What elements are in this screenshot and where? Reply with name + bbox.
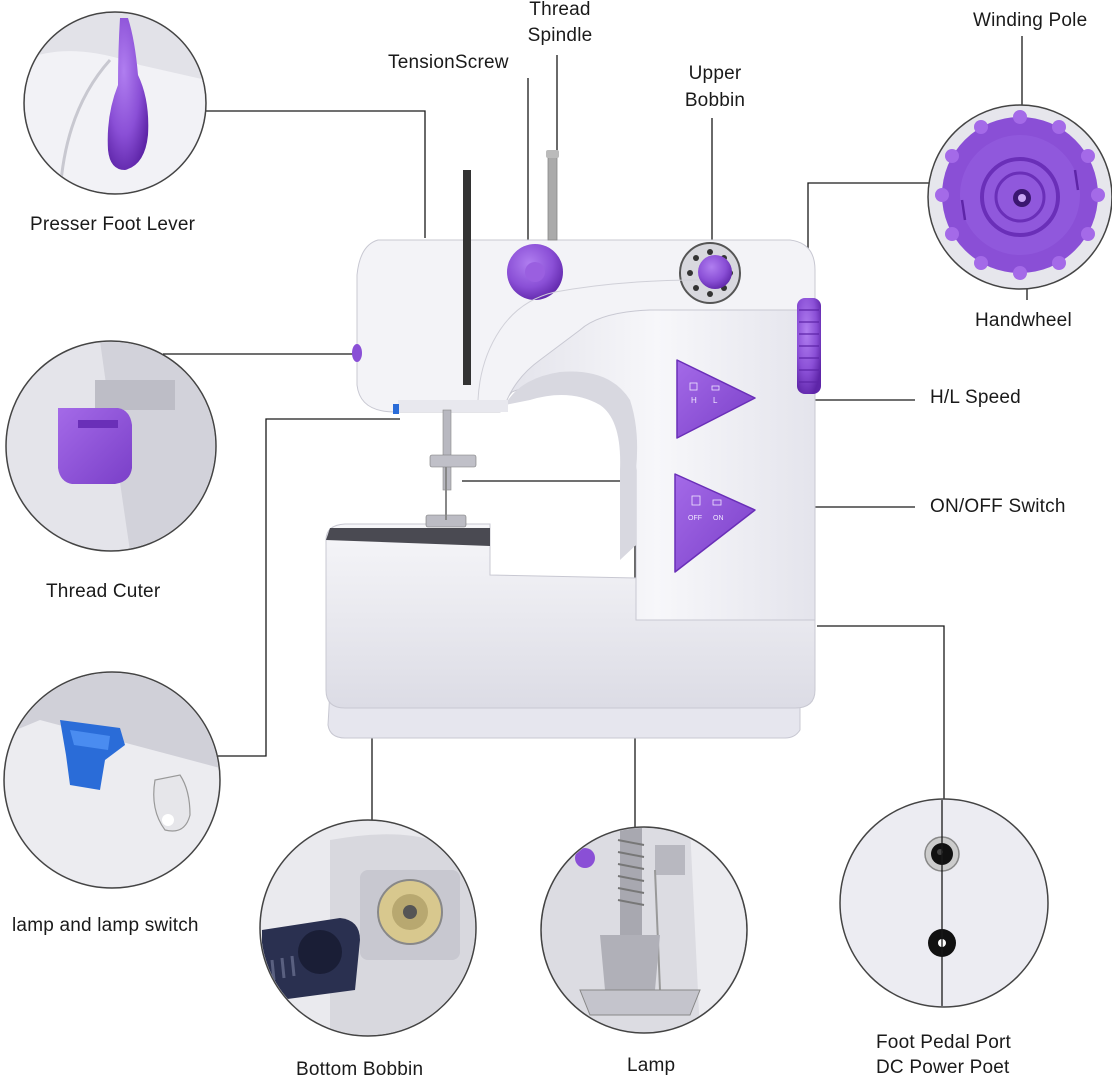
label-upper-bobbin-line1: Upper <box>688 63 742 84</box>
label-ports-line2: DC Power Poet <box>876 1057 1010 1078</box>
label-onoff-switch: ON/OFF Switch <box>930 496 1066 517</box>
speed-mark-right: L <box>713 396 718 405</box>
label-bottom-bobbin: Bottom Bobbin <box>296 1059 424 1080</box>
machine-free-arm-top <box>326 528 490 546</box>
presser-lever-icon <box>107 18 149 170</box>
lamp-bulb-icon <box>153 774 191 832</box>
label-winding-pole: Winding Pole <box>973 10 1088 31</box>
label-lamp: Lamp <box>627 1055 676 1076</box>
thread-spindle-rod <box>547 154 558 241</box>
label-presser-foot-lever: Presser Foot Lever <box>30 214 196 235</box>
label-ports-line1: Foot Pedal Port <box>876 1032 1012 1053</box>
zoom-lamp <box>540 826 748 1034</box>
speed-mark-left: H <box>691 396 697 405</box>
zoom-winding-pole <box>927 104 1112 290</box>
leader-handwheel <box>807 182 930 300</box>
zoom-presser-foot-lever <box>23 11 207 195</box>
zoom-ports <box>839 798 1049 1008</box>
front-face-plate <box>463 170 471 385</box>
label-lamp-switch: lamp and lamp switch <box>12 915 199 936</box>
leader-presser-foot-lever <box>205 110 426 238</box>
power-mark-right: ON <box>713 515 724 522</box>
zoom-bottom-bobbin <box>259 819 477 1037</box>
thread-cutter-icon <box>58 408 132 484</box>
lamp-switch-small <box>393 404 399 414</box>
speed-button <box>676 359 756 439</box>
label-tension-screw: TensionScrew <box>388 52 509 73</box>
zoom-lamp-switch <box>3 671 221 889</box>
power-mark-left: OFF <box>688 515 702 522</box>
sewing-machine: H L OFF ON <box>325 150 821 739</box>
label-upper-bobbin-line2: Bobbin <box>684 90 746 111</box>
thread-path <box>477 279 701 401</box>
machine-throat <box>505 371 638 560</box>
leader-ports <box>817 625 945 800</box>
zoom-thread-cutter <box>5 340 217 552</box>
label-thread-spindle-line1: Thread <box>529 0 591 20</box>
label-thread-cutter: Thread Cuter <box>46 581 161 602</box>
label-handwheel: Handwheel <box>975 310 1072 331</box>
power-button <box>674 473 756 573</box>
label-hl-speed: H/L Speed <box>930 387 1021 408</box>
leader-lamp-switch <box>218 418 400 757</box>
label-thread-spindle-line2: Spindle <box>527 25 593 46</box>
needle-bar-housing <box>398 400 508 412</box>
